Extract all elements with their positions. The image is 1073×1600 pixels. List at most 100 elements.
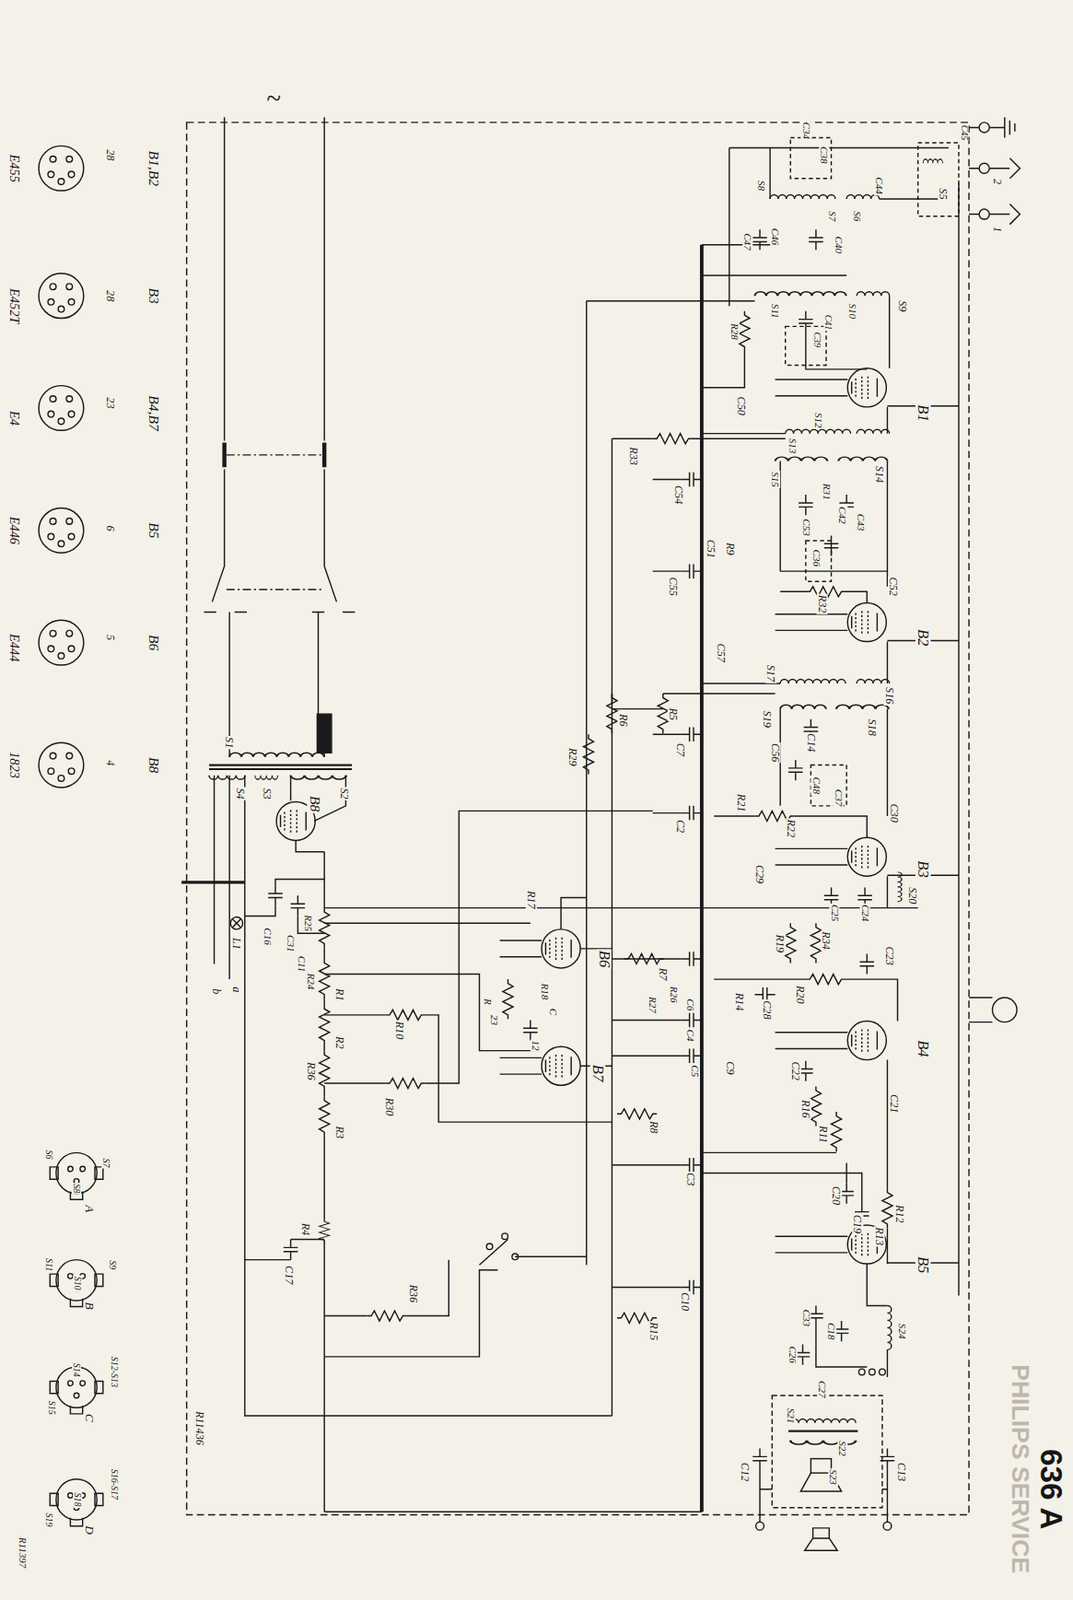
- component-label: C9: [724, 1060, 736, 1075]
- component-label: R12: [894, 1203, 906, 1225]
- component-label: C10: [679, 1291, 691, 1313]
- component-label: R33: [628, 445, 640, 467]
- component-label: S8: [71, 1182, 82, 1194]
- component-label: B3: [915, 859, 932, 879]
- component-label: E455: [7, 152, 21, 184]
- component-label: C13: [896, 1461, 908, 1483]
- component-label: C43: [855, 513, 866, 533]
- component-label: R27: [647, 995, 658, 1015]
- component-label: C14: [804, 732, 817, 754]
- component-label: C7: [675, 742, 687, 758]
- component-label: S21: [785, 1407, 796, 1425]
- component-label: C33: [800, 1307, 811, 1328]
- component-label: C38: [818, 145, 829, 165]
- component-label: C45: [959, 124, 969, 142]
- component-label: E452T: [7, 287, 21, 326]
- component-label: C52: [887, 575, 899, 597]
- component-label: C18: [826, 1321, 837, 1342]
- component-label: R11436: [194, 1410, 206, 1447]
- component-label: 28: [104, 148, 117, 162]
- component-label: R10: [394, 1020, 406, 1041]
- component-label: C11: [296, 955, 307, 974]
- component-label: S10: [72, 1275, 82, 1292]
- component-label: C: [548, 1007, 559, 1017]
- component-label: S7: [101, 1156, 111, 1168]
- component-label: S8: [756, 179, 767, 192]
- component-label: C3: [685, 1171, 697, 1187]
- component-label: R36: [305, 1061, 317, 1082]
- component-label: C6: [685, 997, 696, 1012]
- component-label: S18: [72, 1491, 82, 1507]
- component-label: C23: [884, 944, 896, 967]
- component-label: R14: [734, 991, 746, 1013]
- component-label: 23: [104, 396, 117, 409]
- component-label: R25: [303, 913, 314, 933]
- component-label: S2: [338, 786, 350, 800]
- component-label: C: [83, 1412, 96, 1423]
- component-label: B8: [145, 756, 161, 774]
- component-label: B6: [595, 949, 612, 969]
- component-label: R7: [657, 967, 669, 982]
- component-label: C17: [282, 1264, 294, 1286]
- component-label: E4: [7, 409, 21, 427]
- component-label: b: [210, 987, 222, 995]
- component-label: R13: [873, 1225, 885, 1247]
- component-label: C39: [812, 330, 822, 349]
- component-label: C34: [800, 120, 811, 140]
- component-label: C50: [735, 395, 747, 417]
- component-label: S6: [851, 209, 863, 222]
- component-label: R17: [525, 889, 537, 910]
- component-label: S9: [897, 299, 909, 313]
- component-label: S7: [827, 209, 838, 222]
- component-label: R3: [334, 1124, 346, 1140]
- component-label: R1: [334, 987, 346, 1003]
- component-label: C54: [672, 484, 684, 506]
- component-label: R11: [817, 1124, 829, 1144]
- component-label: ~: [265, 86, 282, 114]
- component-label: C46: [769, 227, 781, 247]
- component-label: S17: [765, 664, 777, 683]
- component-label: C57: [715, 641, 727, 664]
- component-label: C31: [285, 933, 296, 954]
- component-label: C2: [675, 818, 687, 834]
- component-label: 2: [991, 177, 1004, 186]
- component-label: S24: [896, 1322, 907, 1341]
- component-label: B5: [145, 521, 161, 539]
- component-label: 23: [488, 1014, 499, 1027]
- component-label: A: [83, 1203, 96, 1213]
- component-label: R2: [334, 1035, 346, 1050]
- component-label: D: [83, 1524, 96, 1536]
- component-label: S12: [813, 411, 824, 430]
- component-label: B6: [145, 633, 161, 652]
- component-label: R30: [384, 1096, 396, 1118]
- component-label: S5: [937, 186, 949, 200]
- component-label: R29: [567, 746, 579, 768]
- component-label: S16-S17: [109, 1468, 119, 1501]
- component-label: E444: [7, 632, 21, 664]
- component-label: B7: [590, 1063, 607, 1084]
- component-label: C41: [823, 314, 833, 332]
- component-label: 4: [104, 758, 117, 767]
- component-label: R11397: [17, 1536, 28, 1570]
- component-label: R22: [785, 817, 797, 839]
- component-label: R21: [735, 793, 747, 814]
- component-label: R32: [816, 594, 828, 615]
- component-label: R26: [667, 985, 678, 1004]
- component-label: S19: [761, 709, 773, 728]
- component-label: S22: [837, 1439, 848, 1458]
- component-label: R8: [648, 1119, 660, 1135]
- component-label: C12: [738, 1461, 750, 1483]
- component-label: 636 A: [1035, 1447, 1066, 1531]
- component-label: S11: [769, 303, 781, 320]
- component-label: C29: [754, 863, 766, 886]
- component-label: R18: [539, 981, 550, 1001]
- component-label: C27: [816, 1379, 828, 1400]
- component-label: R19: [774, 933, 786, 954]
- component-label: C26: [787, 1344, 798, 1365]
- component-label: L1: [231, 936, 243, 951]
- component-label: C56: [769, 742, 782, 764]
- watermark: PHILIPS SERVICE: [1007, 1363, 1033, 1575]
- component-label: B3: [145, 286, 161, 304]
- component-label: B4,B7: [145, 394, 161, 432]
